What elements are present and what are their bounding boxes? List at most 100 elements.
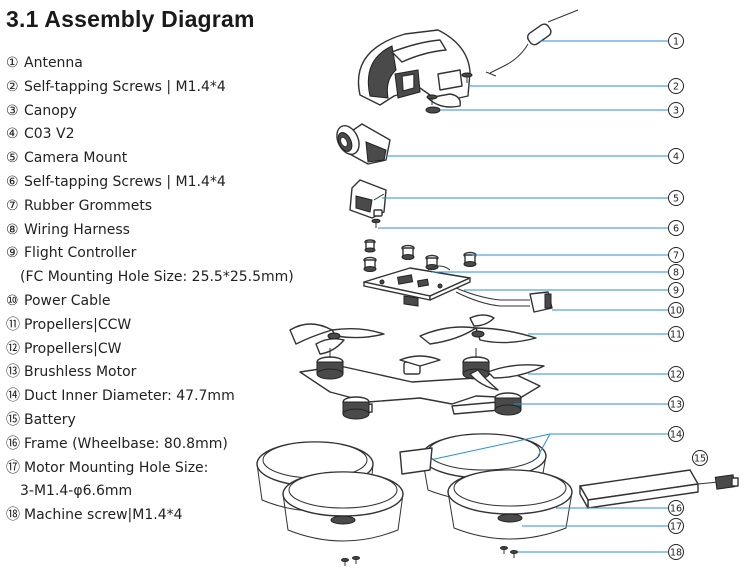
callout-numbers: 1 2 3 4 5 6 7 8 9 10 11 12 13 14 15 16 1… [668, 33, 708, 560]
callout: 8 [668, 264, 684, 280]
part-number: ⑫ [6, 340, 20, 357]
part-label: Canopy [24, 102, 77, 119]
camera-mount-illustration [349, 179, 387, 219]
machine-screws [341, 546, 518, 566]
canopy-mount-hole [425, 106, 441, 114]
part-number: ② [6, 78, 19, 95]
callout: 7 [668, 247, 684, 263]
part-label: Brushless Motor [24, 364, 137, 381]
flight-controller-illustration [363, 265, 471, 307]
part-label: Propellers|CW [24, 340, 122, 357]
part-number: ⑭ [6, 388, 20, 405]
part-label: Propellers|CCW [24, 316, 132, 333]
callout: 1 [668, 33, 684, 49]
part-label: Frame (Wheelbase: 80.8mm) [24, 435, 228, 452]
part-label: Flight Controller [24, 245, 137, 262]
propellers-ccw-illustration [289, 314, 537, 355]
callout: 14 [668, 426, 684, 442]
battery-illustration [579, 469, 739, 509]
svg-text:1: 1 [673, 37, 679, 48]
part-label: Motor Mounting Hole Size: [24, 459, 209, 476]
self-tapping-screw-camera [371, 218, 381, 228]
brushless-motor [342, 396, 370, 420]
part-number: ④ [6, 126, 19, 143]
svg-text:15: 15 [694, 454, 706, 465]
callout: 13 [668, 396, 684, 412]
rubber-grommets [363, 239, 477, 272]
svg-text:3: 3 [673, 106, 679, 117]
callout: 5 [668, 190, 684, 206]
callout: 2 [668, 78, 684, 94]
callout: 15 [692, 450, 708, 466]
part-label: C03 V2 [24, 126, 75, 143]
svg-text:11: 11 [670, 330, 682, 341]
part-number: ⑨ [6, 245, 19, 262]
part-number: ⑯ [6, 435, 20, 452]
callout: 18 [668, 544, 684, 560]
part-number: ⑤ [6, 150, 19, 167]
part-number: ⑧ [6, 221, 19, 238]
part-number: ⑪ [6, 316, 20, 333]
part-item: ⑦ Rubber Grommets [6, 195, 294, 219]
part-item: ⑧ Wiring Harness [6, 219, 294, 243]
part-label: Rubber Grommets [24, 197, 153, 214]
part-label: Antenna [24, 55, 83, 71]
svg-text:8: 8 [673, 268, 679, 279]
part-number: ③ [6, 102, 19, 119]
frame-ducts-illustration [256, 433, 573, 542]
part-label: Duct Inner Diameter: 47.7mm [24, 388, 235, 405]
callout: 4 [668, 148, 684, 164]
part-number: ⑱ [6, 507, 20, 524]
svg-text:17: 17 [670, 522, 682, 533]
propellers-cw-illustration [399, 355, 545, 391]
svg-text:4: 4 [673, 152, 679, 163]
part-item-continuation: 3-M1.4-φ6.6mm [6, 480, 294, 504]
part-number: ⑬ [6, 364, 20, 381]
part-item: ④ C03 V2 [6, 123, 294, 147]
power-cable-illustration [455, 287, 553, 313]
svg-text:5: 5 [673, 194, 679, 205]
part-label: Camera Mount [24, 150, 128, 167]
callout: 6 [668, 220, 684, 236]
part-item: ③ Canopy [6, 100, 294, 124]
callout: 9 [668, 282, 684, 298]
svg-text:10: 10 [670, 306, 682, 317]
callout: 12 [668, 366, 684, 382]
part-label: Self-tapping Screws | M1.4*4 [24, 173, 226, 190]
part-number: ⑮ [6, 411, 20, 428]
part-number: ⑦ [6, 197, 19, 214]
callout: 10 [668, 302, 684, 318]
svg-text:2: 2 [673, 82, 679, 93]
svg-text:7: 7 [673, 251, 679, 262]
svg-text:9: 9 [673, 286, 679, 297]
callout: 11 [668, 326, 684, 342]
callout: 3 [668, 102, 684, 118]
part-number: ⑥ [6, 173, 19, 190]
callout: 16 [668, 500, 684, 516]
brushless-motor [316, 348, 344, 380]
svg-text:13: 13 [670, 400, 682, 411]
svg-text:6: 6 [673, 224, 679, 235]
part-label: Self-tapping Screws | M1.4*4 [24, 78, 226, 95]
part-item: ⑨ Flight Controller [6, 242, 294, 266]
svg-text:16: 16 [670, 504, 682, 515]
part-label: Wiring Harness [24, 221, 130, 238]
canopy-illustration [357, 29, 471, 114]
antenna-illustration [485, 9, 579, 77]
part-item: ② Self-tapping Screws | M1.4*4 [6, 76, 294, 100]
part-item: ⑤ Camera Mount [6, 147, 294, 171]
part-item-continuation: (FC Mounting Hole Size: 25.5*25.5mm) [6, 266, 294, 290]
